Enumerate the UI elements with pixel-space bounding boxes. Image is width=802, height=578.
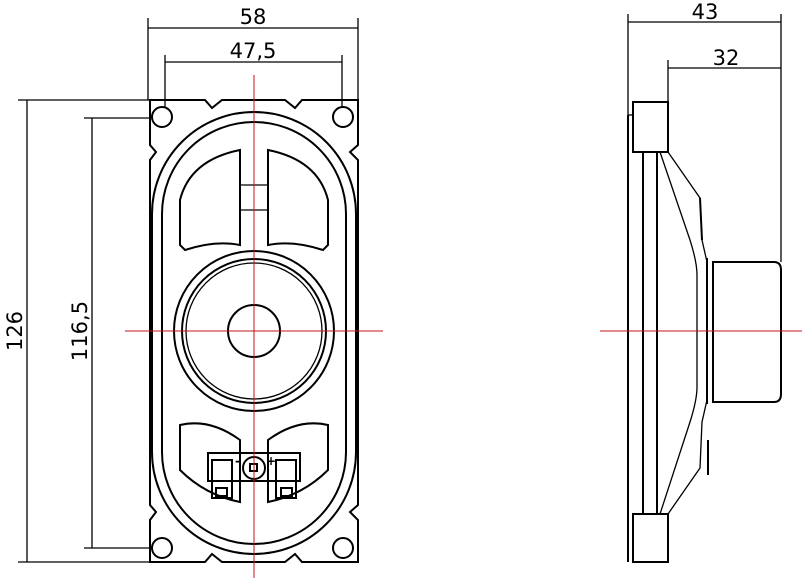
flange-bottom <box>632 513 669 563</box>
magnet <box>712 261 782 403</box>
dim-43-label: 43 <box>692 0 719 24</box>
mount-hole <box>151 106 173 128</box>
dimension-width-58: 58 <box>147 5 359 100</box>
side-view <box>600 101 802 563</box>
dimension-depth-43: 43 <box>627 0 782 262</box>
upper-window-left <box>179 148 241 252</box>
terminal-minus-label: - <box>235 454 240 468</box>
dim-116-5-label: 116,5 <box>68 301 92 361</box>
front-view: - + <box>125 75 383 578</box>
frame-outline <box>149 99 359 563</box>
dimension-depth-32: 32 <box>667 46 781 102</box>
dimension-height-116-5: 116,5 <box>68 117 152 549</box>
dim-32-label: 32 <box>713 46 740 70</box>
dimension-height-126: 126 <box>3 99 150 563</box>
terminal-plus-label: + <box>266 454 276 468</box>
flange-top <box>632 101 669 153</box>
mount-hole <box>151 537 173 559</box>
mount-hole <box>332 106 354 128</box>
dim-126-label: 126 <box>3 311 27 351</box>
mount-hole <box>332 537 354 559</box>
dim-47-5-label: 47,5 <box>230 39 277 63</box>
upper-window-right <box>267 148 329 252</box>
dim-58-label: 58 <box>240 5 267 29</box>
dimension-width-47-5: 47,5 <box>164 39 343 108</box>
